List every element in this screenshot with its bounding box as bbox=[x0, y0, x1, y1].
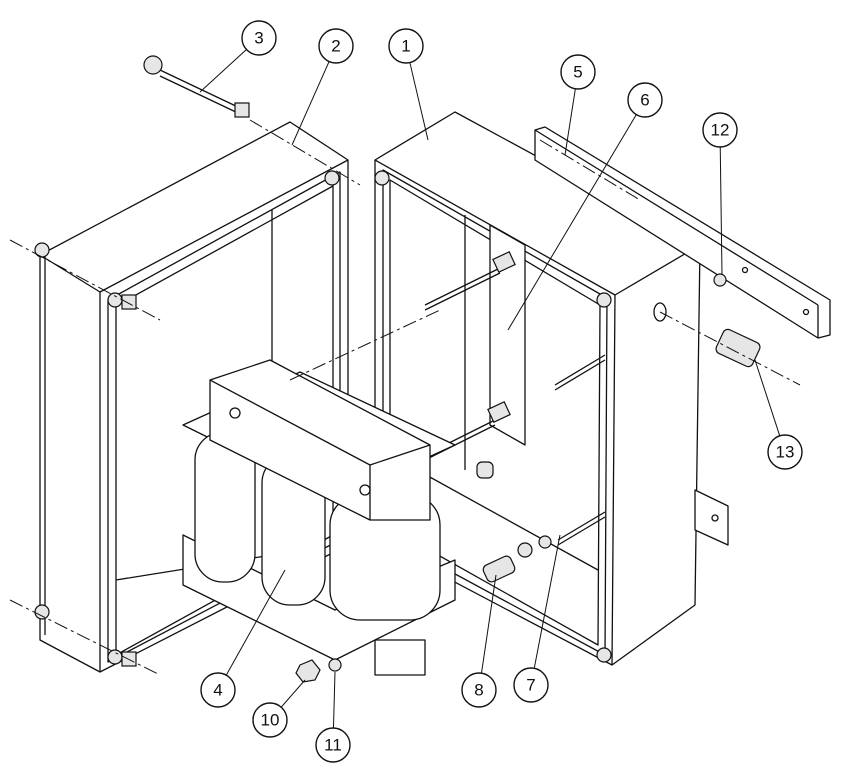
callout-circle bbox=[388, 28, 424, 64]
leader-line-13 bbox=[754, 359, 781, 436]
callout-number: 12 bbox=[711, 121, 730, 140]
callout-11: 11 bbox=[315, 727, 351, 763]
leader-line-3 bbox=[199, 49, 247, 93]
callout-4: 4 bbox=[200, 672, 236, 708]
callout-circle bbox=[767, 434, 803, 470]
callout-5: 5 bbox=[560, 54, 596, 90]
callout-3: 3 bbox=[241, 20, 277, 56]
leader-line-11 bbox=[332, 671, 336, 729]
callout-circle bbox=[560, 54, 596, 90]
callout-number: 4 bbox=[213, 681, 222, 700]
callout-1: 1 bbox=[388, 28, 424, 64]
leader-line-2 bbox=[291, 61, 330, 146]
callout-circle bbox=[241, 20, 277, 56]
callout-number: 8 bbox=[474, 681, 483, 700]
leader-line-1 bbox=[409, 62, 429, 141]
callout-6: 6 bbox=[627, 82, 663, 118]
enclosure-part-1 bbox=[374, 111, 729, 666]
callout-circle bbox=[702, 112, 738, 148]
callout-number: 2 bbox=[331, 37, 340, 56]
callout-7: 7 bbox=[513, 667, 549, 703]
callout-number: 10 bbox=[261, 711, 280, 730]
callout-number: 6 bbox=[640, 91, 649, 110]
leader-line-12 bbox=[719, 146, 723, 276]
transformer-part-4 bbox=[182, 359, 456, 676]
callout-number: 3 bbox=[254, 29, 263, 48]
callout-circle bbox=[513, 667, 549, 703]
cable-gland-part-13 bbox=[715, 328, 761, 368]
callout-circle bbox=[461, 672, 497, 708]
leader-line-8 bbox=[480, 574, 497, 674]
center-lines bbox=[9, 119, 801, 676]
callout-2: 2 bbox=[318, 28, 354, 64]
callout-8: 8 bbox=[461, 672, 497, 708]
callout-number: 11 bbox=[324, 736, 342, 755]
callout-13: 13 bbox=[767, 434, 803, 470]
callout-circle bbox=[315, 727, 351, 763]
callout-circle bbox=[200, 672, 236, 708]
callout-circle bbox=[627, 82, 663, 118]
small-parts bbox=[295, 461, 552, 683]
callout-number: 13 bbox=[776, 443, 795, 462]
rail-part-5 bbox=[534, 126, 831, 339]
callout-12: 12 bbox=[702, 112, 738, 148]
callout-number: 7 bbox=[526, 676, 535, 695]
leader-line-5 bbox=[564, 88, 576, 156]
leader-line-4 bbox=[225, 569, 286, 676]
callout-number: 1 bbox=[401, 37, 410, 56]
callout-number: 5 bbox=[573, 63, 582, 82]
leader-line-7 bbox=[533, 534, 561, 669]
callout-circle bbox=[252, 702, 288, 738]
callout-10: 10 bbox=[252, 702, 288, 738]
callout-circle bbox=[318, 28, 354, 64]
leader-lines bbox=[199, 49, 781, 729]
leader-line-10 bbox=[280, 679, 306, 708]
leader-line-6 bbox=[507, 114, 637, 331]
